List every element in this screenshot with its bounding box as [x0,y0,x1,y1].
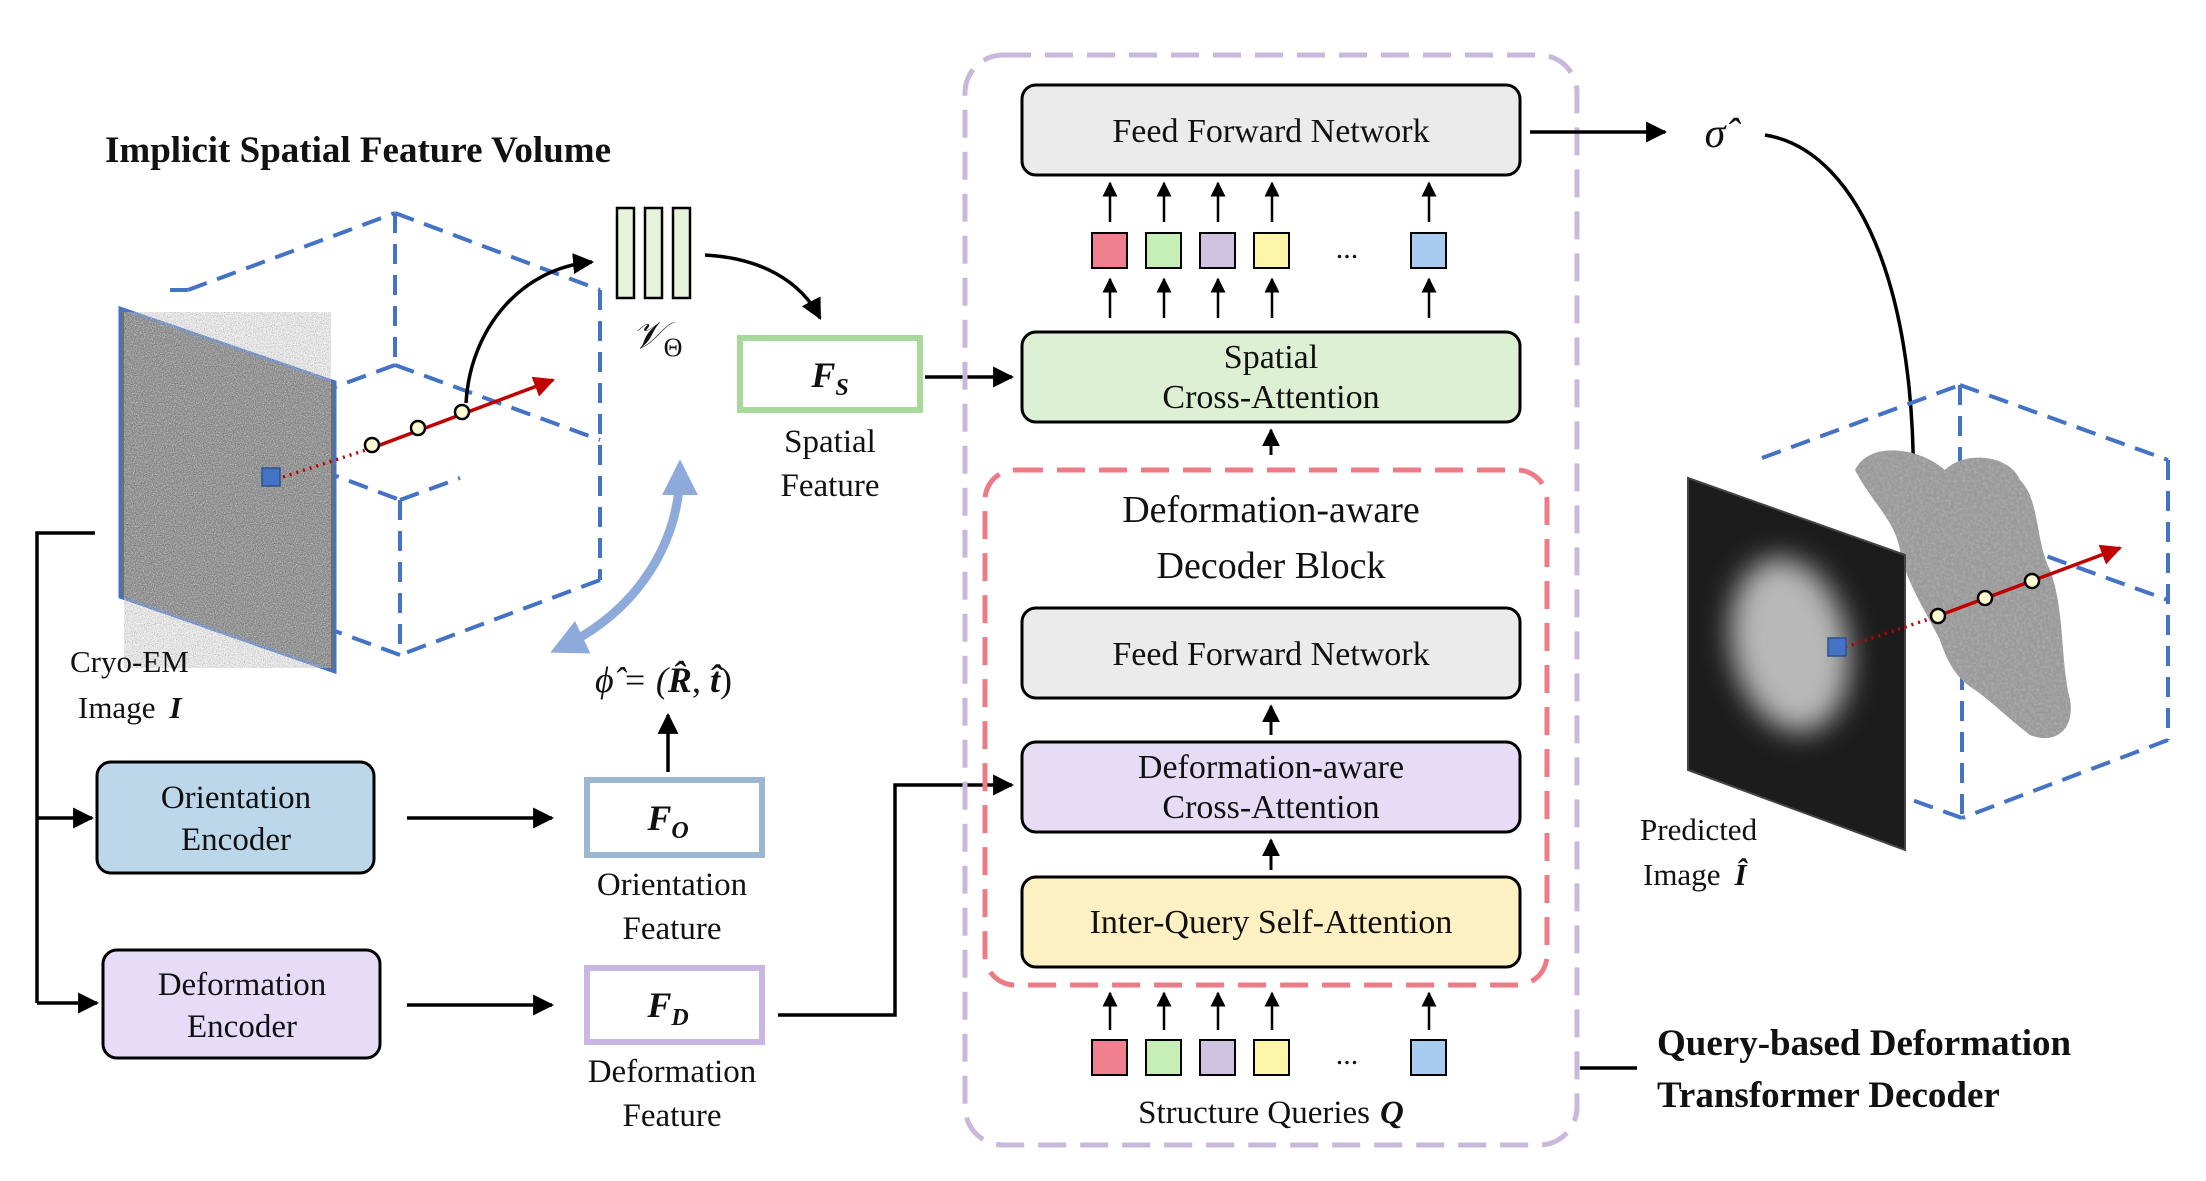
orientation-feature-box: FO [584,777,765,858]
deformation-feature-box: FD [584,965,765,1045]
query-token-yellow [1253,1039,1290,1076]
predicted-pixel-marker [1827,637,1847,657]
svg-text:Feed Forward Network: Feed Forward Network [1112,636,1429,673]
predicted-image [1687,476,1906,852]
query-token-red [1091,1039,1128,1076]
sample-point [409,419,427,437]
token-arrows-upper [1102,181,1437,222]
query-arrow [464,253,595,404]
svg-text:Inter-Query Self-Attention: Inter-Query Self-Attention [1090,904,1453,941]
predicted-sample-point [2023,572,2041,590]
cryo-em-label: Cryo-EM [70,644,189,679]
structure-query-tokens [1091,1039,1447,1076]
svg-text:Feed Forward Network: Feed Forward Network [1112,113,1429,150]
token-red [1091,232,1128,269]
predicted-ray [1827,544,2122,657]
sampling-ray [261,376,555,487]
volume-title: Implicit Spatial Feature Volume [105,130,611,171]
token-yellow [1253,232,1290,269]
predicted-sample-point [1976,589,1994,607]
token-arrows-lower [1102,277,1437,318]
pose-equation: ϕ̂ = (R̂, t̂) [595,660,732,700]
volume-network-symbol: 𝒱Θ [632,315,682,362]
token-row-upper [1091,232,1447,269]
spatial-feature-box: FS [737,335,923,413]
predicted-label: Predicted [1640,812,1758,847]
pixel-marker [261,467,281,487]
query-token-green [1145,1039,1182,1076]
token-purple [1199,232,1236,269]
query-token-blue [1410,1039,1447,1076]
decoder-outline [962,52,1580,1148]
svg-text:FO: FO [646,798,688,844]
token-ellipsis-lower: ... [1336,1038,1359,1071]
fd-to-cross-attention-arrow [778,774,1015,1017]
pose-transform-arrow [550,459,698,654]
image-branch-connector [35,531,100,1014]
sample-point [453,403,471,421]
sigma-hat: σ̂ [1705,111,1742,157]
token-blue [1410,232,1447,269]
predicted-sample-point [1929,607,1947,625]
network-icon [615,206,692,300]
svg-text:FD: FD [646,985,688,1031]
network-to-fs-arrow [704,253,822,320]
token-ellipsis-upper: ... [1336,232,1359,265]
query-token-purple [1199,1039,1236,1076]
inter-query-self-attention: Inter-Query Self-Attention [1020,875,1522,969]
token-green [1145,232,1182,269]
feed-forward-top: Feed Forward Network [1020,83,1522,177]
feed-forward-inner: Feed Forward Network [1020,606,1522,700]
sample-point [363,436,381,454]
query-arrows [1102,991,1437,1030]
svg-text:FS: FS [810,355,848,401]
cryo-em-image [118,305,337,675]
decoder-block-outline [982,467,1550,988]
